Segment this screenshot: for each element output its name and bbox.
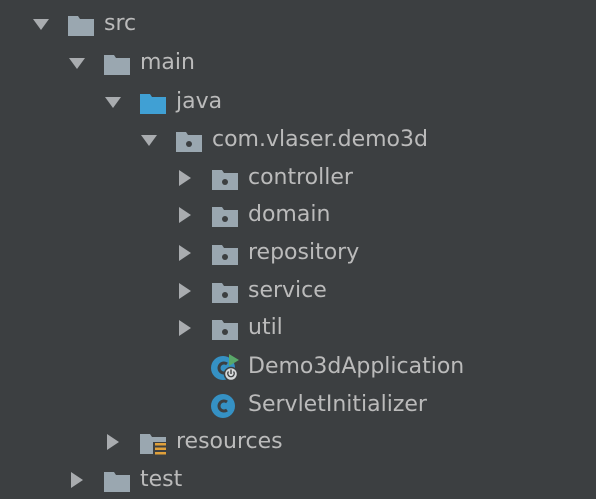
expand-arrow-right-icon[interactable] xyxy=(174,234,196,272)
tree-node-demo3dapplication[interactable]: Demo3dApplication xyxy=(0,348,596,386)
folder-icon xyxy=(66,10,96,38)
tree-node-label: com.vlaser.demo3d xyxy=(212,127,428,152)
spring-boot-class-icon xyxy=(210,353,240,381)
tree-node-label: test xyxy=(140,467,183,492)
tree-node-label: service xyxy=(248,278,327,303)
expand-arrow-down-icon[interactable] xyxy=(30,5,52,43)
expand-arrow-right-icon[interactable] xyxy=(174,159,196,197)
expand-arrow-down-icon[interactable] xyxy=(102,83,124,121)
resources-root-folder-icon xyxy=(138,428,168,456)
tree-node-label: java xyxy=(176,89,223,114)
tree-node-repository[interactable]: repository xyxy=(0,234,596,272)
tree-node-label: ServletInitializer xyxy=(248,392,427,417)
tree-node-src[interactable]: src xyxy=(0,5,596,43)
package-icon xyxy=(210,277,240,305)
expand-arrow-right-icon[interactable] xyxy=(66,461,88,499)
expand-arrow-right-icon[interactable] xyxy=(102,423,124,461)
tree-node-service[interactable]: service xyxy=(0,272,596,310)
tree-node-resources[interactable]: resources xyxy=(0,423,596,461)
tree-node-label: controller xyxy=(248,165,353,190)
tree-node-main[interactable]: main xyxy=(0,44,596,82)
expand-arrow-right-icon[interactable] xyxy=(174,309,196,347)
source-root-folder-icon xyxy=(138,88,168,116)
folder-icon xyxy=(102,49,132,77)
tree-node-label: domain xyxy=(248,202,331,227)
class-icon xyxy=(210,391,240,419)
tree-node-label: repository xyxy=(248,240,360,265)
expand-arrow-down-icon[interactable] xyxy=(138,121,160,159)
expand-arrow-down-icon[interactable] xyxy=(66,44,88,82)
tree-node-label: main xyxy=(140,50,195,75)
tree-node-util[interactable]: util xyxy=(0,309,596,347)
tree-node-domain[interactable]: domain xyxy=(0,196,596,234)
package-icon xyxy=(210,164,240,192)
tree-node-servletinitializer[interactable]: ServletInitializer xyxy=(0,386,596,424)
package-icon xyxy=(210,314,240,342)
folder-icon xyxy=(102,466,132,494)
tree-node-label: src xyxy=(104,11,137,36)
tree-node-label: util xyxy=(248,315,283,340)
package-icon xyxy=(210,201,240,229)
tree-node-test[interactable]: test xyxy=(0,461,596,499)
expand-arrow-right-icon[interactable] xyxy=(174,196,196,234)
tree-node-controller[interactable]: controller xyxy=(0,159,596,197)
tree-node-label: Demo3dApplication xyxy=(248,354,465,379)
tree-node-package[interactable]: com.vlaser.demo3d xyxy=(0,121,596,159)
package-icon xyxy=(210,239,240,267)
expand-arrow-right-icon[interactable] xyxy=(174,272,196,310)
tree-node-label: resources xyxy=(176,429,283,454)
package-icon xyxy=(174,126,204,154)
tree-node-java[interactable]: java xyxy=(0,83,596,121)
